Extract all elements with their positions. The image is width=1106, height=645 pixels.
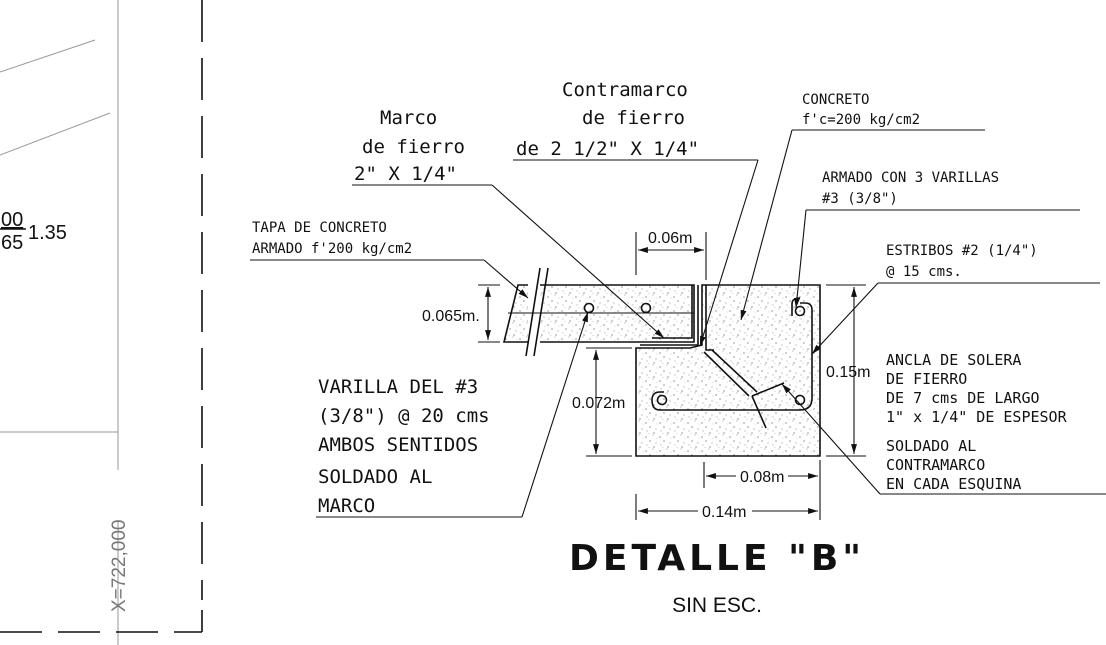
concreto-label-1: CONCRETO (802, 92, 869, 108)
detail-subtitle: SIN ESC. (672, 594, 762, 617)
stirrup (651, 302, 813, 411)
marco-label-3: 2" X 1/4" (354, 163, 457, 185)
dim-008-gap (736, 466, 788, 486)
varilla-label-2: (3/8") @ 20 cms (318, 405, 490, 427)
dim-015-text: 0.15m (826, 364, 870, 381)
soldado-label-2: MARCO (318, 495, 375, 517)
contramarco-angle-inner (640, 285, 699, 346)
fraction-denominator: 65 (1, 232, 23, 254)
ancla-label-2: DE FIERRO (886, 370, 967, 388)
concrete-lid (502, 267, 695, 357)
fraction-numerator: 00 (1, 209, 23, 231)
dim-006-text: 0.06m (648, 230, 692, 247)
tapa-label-2: ARMADO f'200 kg/cm2 (252, 241, 412, 257)
ancla-leader (781, 383, 881, 495)
tapa-leader (483, 259, 529, 299)
fraction-value: 1.35 (28, 222, 67, 244)
contramarco-leader (699, 159, 759, 347)
diagonal-line-1 (0, 39, 96, 73)
estribos-leader (811, 282, 879, 355)
contramarco-label-1: Contramarco (562, 79, 688, 101)
contramarco-angle (705, 285, 714, 351)
lid-rebar-dot-1 (583, 302, 595, 314)
ancla-label-7: EN CADA ESQUINA (886, 475, 1021, 493)
rebar-bottom-left (656, 394, 668, 406)
leaders (250, 129, 1106, 518)
varilla-label-1: VARILLA DEL #3 (318, 376, 478, 398)
soldado-leader (521, 311, 589, 518)
armado-label-2: #3 (3/8") (822, 191, 898, 207)
concrete-block (635, 284, 821, 457)
ancla-label-1: ANCLA DE SOLERA (886, 351, 1021, 369)
marco-label-2: de fierro (362, 136, 465, 158)
dim-0072-text: 0.072m (572, 395, 625, 412)
break-line-2 (533, 267, 549, 357)
estribos-label-2: @ 15 cms. (886, 264, 962, 280)
dim-0065-text: 0.065m. (422, 308, 480, 325)
concreto-leader (740, 129, 793, 321)
diagonal-line-2 (0, 112, 111, 156)
marco-leader (491, 184, 665, 339)
varilla-label-3: AMBOS SENTIDOS (318, 434, 478, 456)
coordinate-label: X=722,000 (109, 520, 130, 612)
anchor-y-right (751, 382, 785, 397)
rebar-top-right (794, 305, 806, 317)
ancla-label-6: CONTRAMARCO (886, 456, 985, 474)
anchor-bar-2 (703, 351, 750, 397)
left-panel: 00 65 1.35 X=722,000 (0, 0, 203, 645)
anchor-y-down (751, 395, 767, 429)
break-line-1 (525, 267, 541, 357)
marco-angle (652, 285, 693, 339)
marco-label-1: Marco (380, 107, 437, 129)
title-block: DETALLE "B" SIN ESC. (569, 538, 865, 617)
concreto-label-2: f'c=200 kg/cm2 (802, 112, 920, 128)
lid-rebar-dot-2 (640, 302, 652, 314)
detail-title: DETALLE "B" (569, 538, 865, 579)
ancla-label-3: DE 7 cms DE LARGO (886, 389, 1040, 407)
dim-014-gap (698, 501, 752, 521)
armado-label-1: ARMADO CON 3 VARILLAS (822, 170, 999, 186)
tapa-label-1: TAPA DE CONCRETO (252, 220, 387, 236)
dim-014-text: 0.14m (702, 504, 746, 521)
annotations: Marco de fierro 2" X 1/4" Contramarco de… (252, 79, 1068, 517)
contramarco-label-3: de 2 1/2" X 1/4" (516, 138, 699, 160)
estribos-label-1: ESTRIBOS #2 (1/4") (886, 243, 1038, 259)
ancla-label-5: SOLDADO AL (886, 437, 976, 455)
soldado-label-1: SOLDADO AL (318, 466, 432, 488)
dimensions: 0.06m 0.065m. 0.072m 0.15m 0.08m 0.14m (422, 230, 870, 521)
dim-008-text: 0.08m (740, 469, 784, 486)
anchor-bar (711, 349, 758, 393)
armado-leader (794, 209, 807, 309)
contramarco-label-2: de fierro (582, 107, 685, 129)
ancla-label-4: 1" x 1/4" DE ESPESOR (886, 408, 1068, 426)
